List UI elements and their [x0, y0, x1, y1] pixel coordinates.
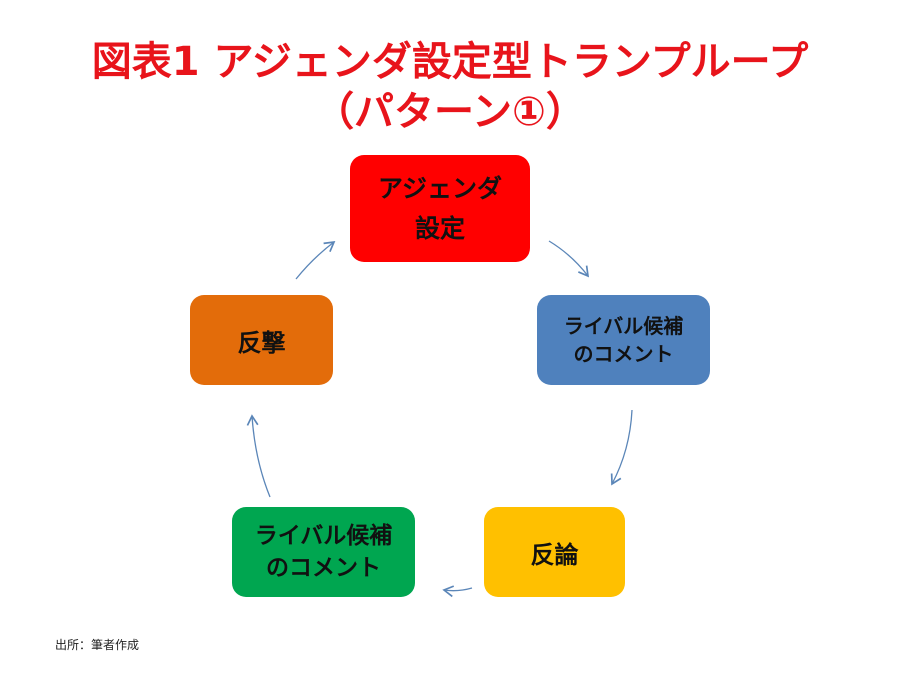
node-label: 反論	[530, 540, 579, 569]
node-agenda-setting: アジェンダ 設定	[350, 155, 530, 262]
arrow-5	[295, 240, 336, 280]
source-note: 出所：筆者作成	[55, 638, 140, 652]
node-label: アジェンダ	[377, 173, 502, 203]
node-rival-comment-2: ライバル候補 のコメント	[232, 507, 415, 597]
node-rival-comment-1: ライバル候補 のコメント	[537, 295, 710, 385]
node-counterattack: 反撃	[190, 295, 333, 385]
arrow-4	[246, 414, 271, 498]
title-line-2: （パターン①）	[314, 89, 586, 135]
node-label: 設定	[414, 213, 465, 243]
node-label: ライバル候補	[254, 523, 393, 549]
node-label: ライバル候補	[563, 314, 684, 338]
arrow-1	[548, 240, 590, 278]
arrow-2	[610, 409, 633, 486]
node-rebuttal: 反論	[484, 507, 625, 597]
node-label: のコメント	[573, 342, 674, 366]
arrow-3	[442, 585, 473, 598]
node-label: 反撃	[237, 328, 286, 357]
title-line-1: 図表1 アジェンダ設定型トランプループ	[91, 39, 809, 85]
node-label: のコメント	[266, 555, 381, 581]
